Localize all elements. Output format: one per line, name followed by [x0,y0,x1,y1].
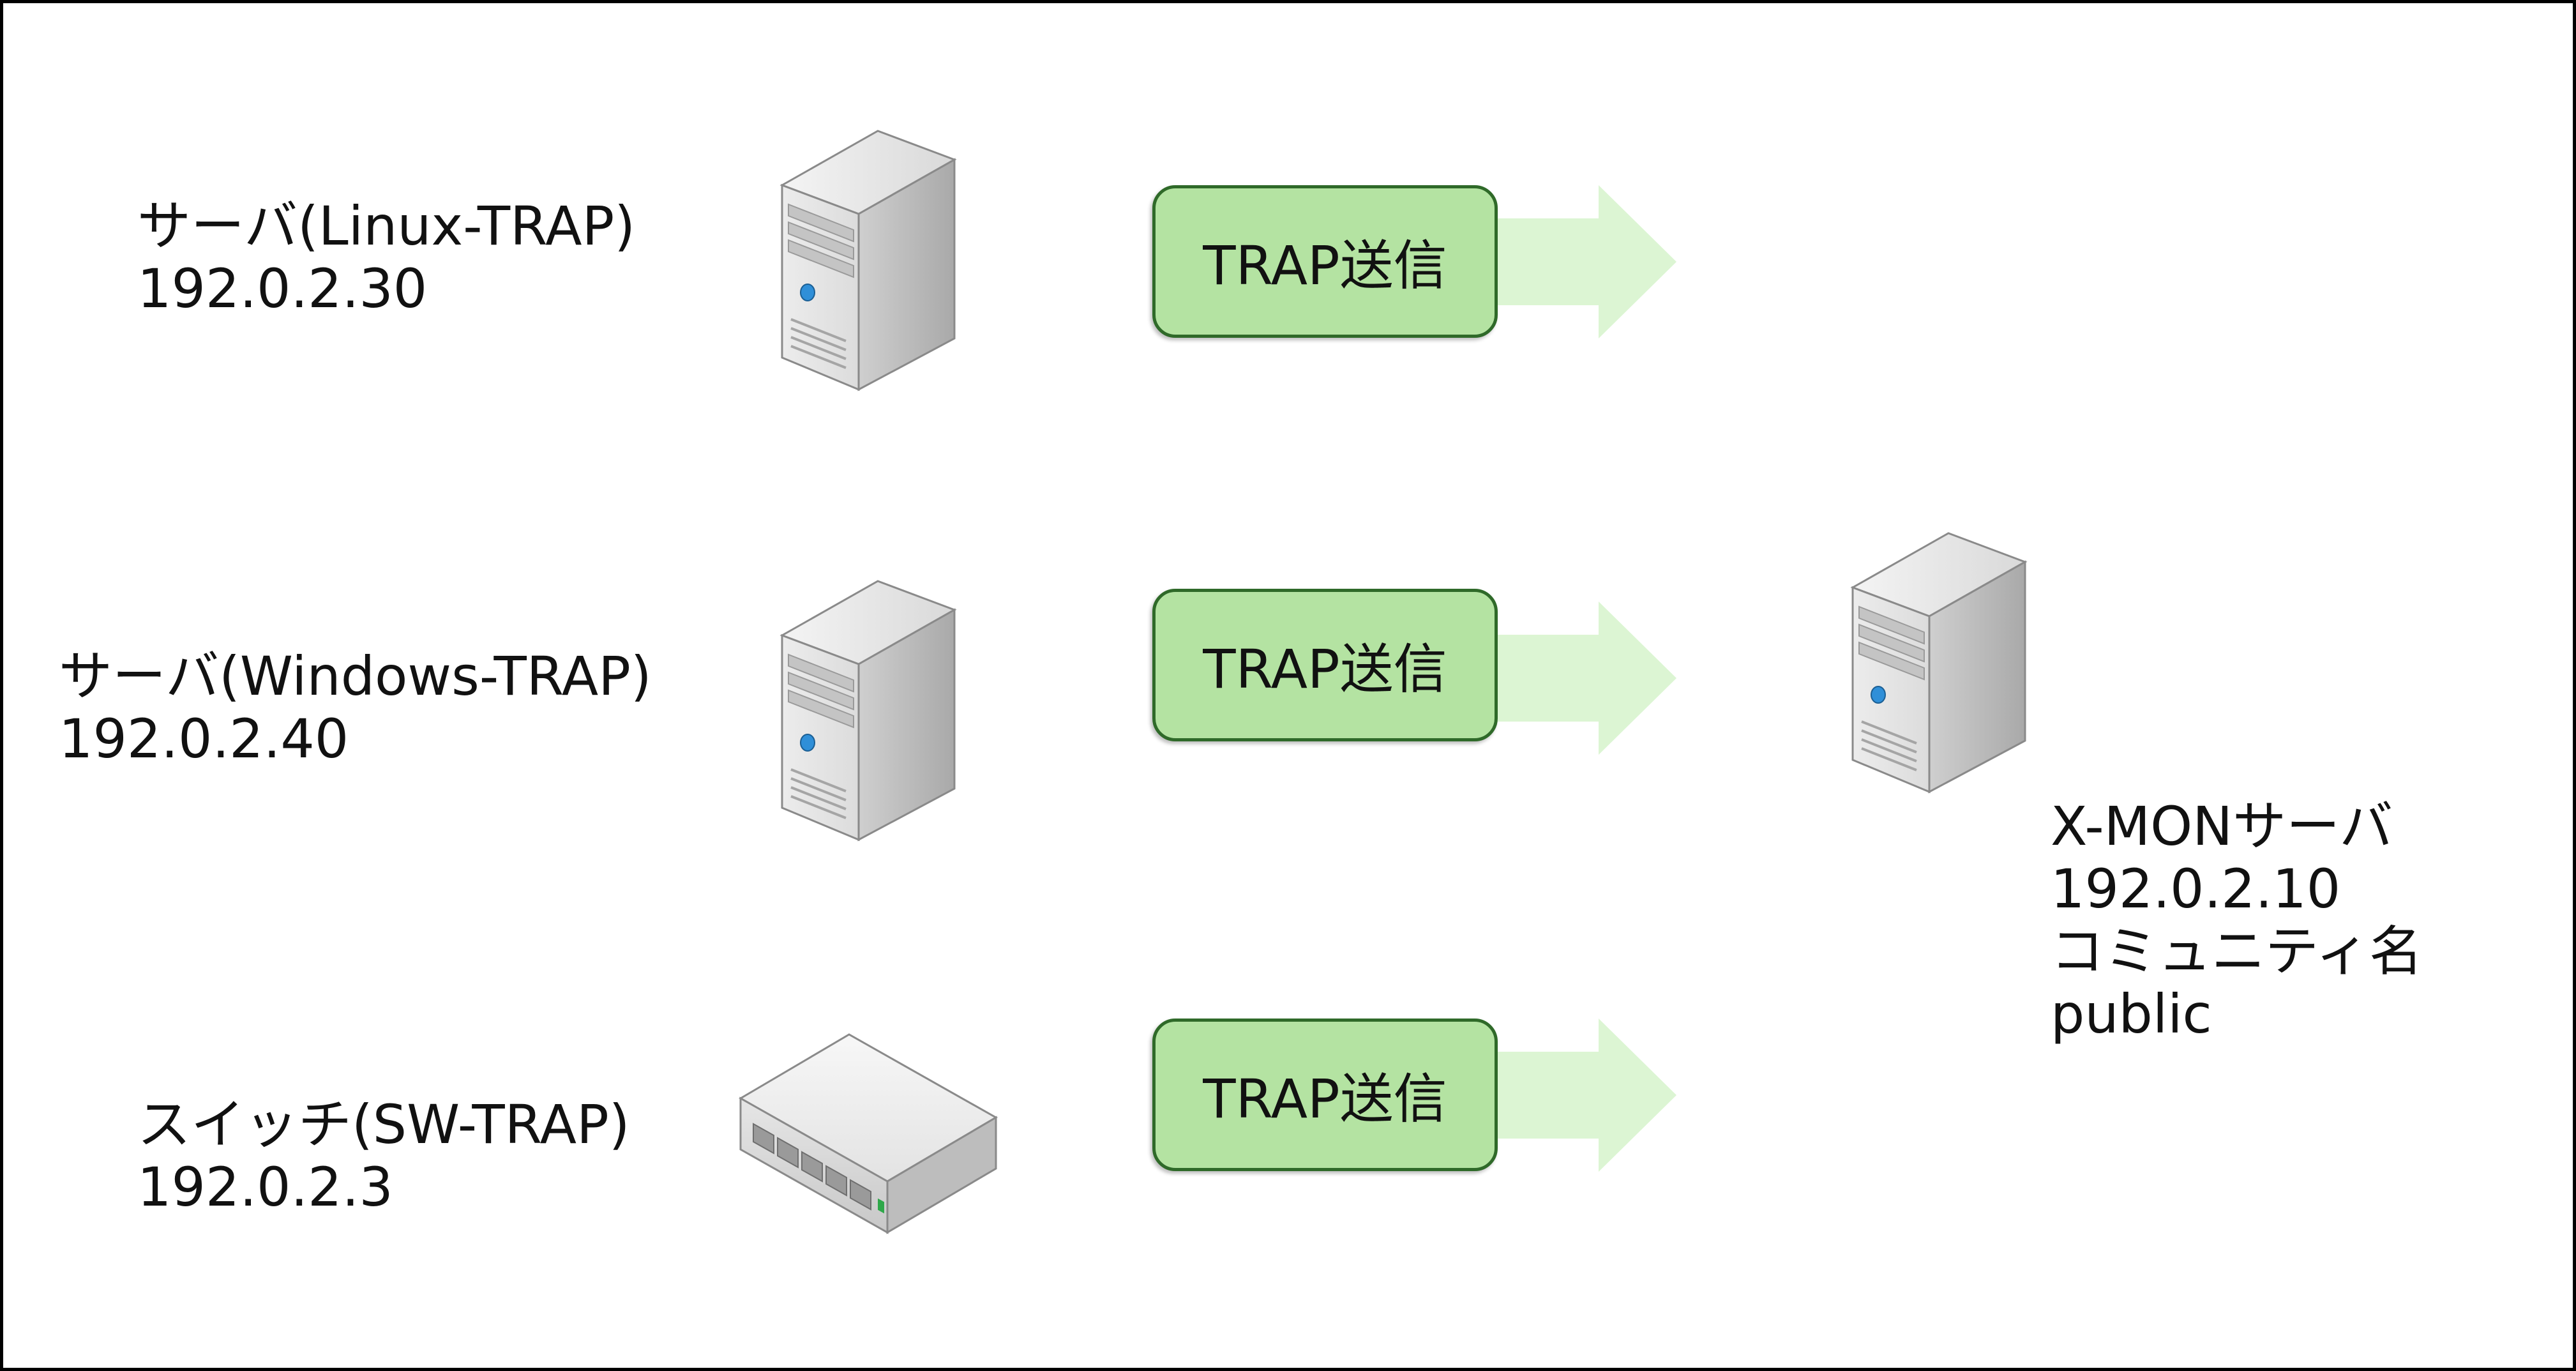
arrow-right-icon [1498,1019,1676,1172]
node-ip: 192.0.2.40 [59,708,349,770]
trap-send-label: TRAP送信 [1203,234,1447,297]
trap-send-label: TRAP送信 [1203,1068,1447,1130]
trap-send-box: TRAP送信 [1152,185,1498,338]
node-label-windows: サーバ(Windows-TRAP) 192.0.2.40 [59,645,652,770]
trap-send-box: TRAP送信 [1152,589,1498,741]
network-switch-icon [739,1033,997,1234]
arrow-right-icon [1498,185,1676,338]
xmon-name: X-MONサーバ [2051,795,2393,858]
node-label-switch: スイッチ(SW-TRAP) 192.0.2.3 [137,1093,630,1218]
node-ip: 192.0.2.3 [137,1156,393,1218]
node-name: スイッチ(SW-TRAP) [137,1093,630,1156]
server-icon [781,130,956,391]
node-label-linux: サーバ(Linux-TRAP) 192.0.2.30 [137,195,635,320]
xmon-label: X-MONサーバ 192.0.2.10 コミュニティ名 public [2051,795,2423,1045]
xmon-ip: 192.0.2.10 [2051,858,2341,920]
trap-send-box: TRAP送信 [1152,1019,1498,1171]
server-icon [1851,532,2026,793]
xmon-community-label: コミュニティ名 [2051,920,2423,983]
node-name: サーバ(Linux-TRAP) [137,195,636,257]
arrow-right-icon [1498,602,1676,755]
trap-send-label: TRAP送信 [1203,638,1447,701]
server-icon [781,580,956,841]
xmon-community-value: public [2051,983,2212,1045]
node-name: サーバ(Windows-TRAP) [59,645,652,708]
node-ip: 192.0.2.30 [137,257,428,320]
